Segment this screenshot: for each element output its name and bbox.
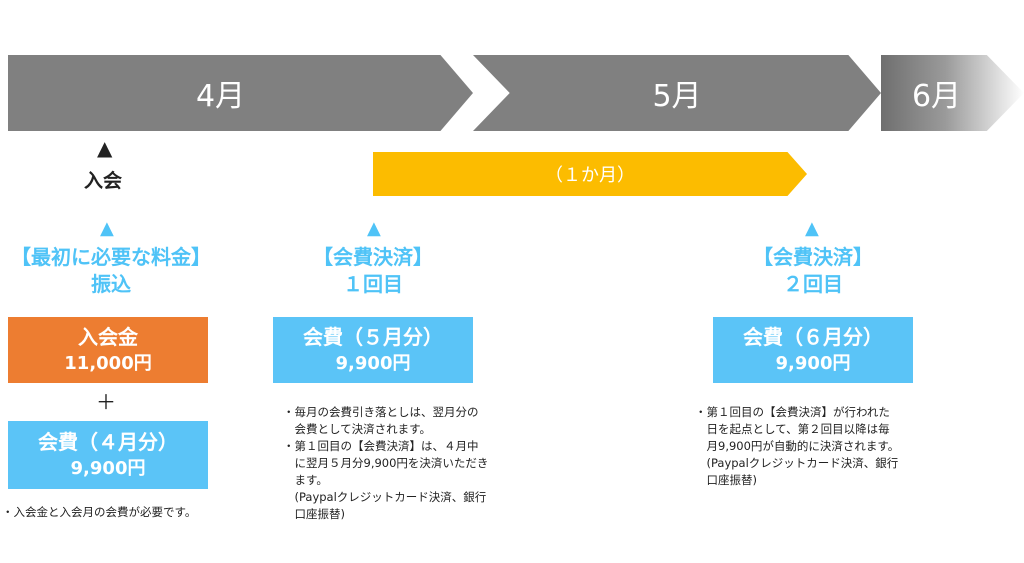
may-fee-box: 会費（５月分） 9,900円: [273, 317, 473, 383]
stage3-heading: 【会費決済】 ２回目: [713, 244, 913, 298]
month-arrow-may: 5月: [473, 55, 881, 131]
entry-fee-amount: 11,000円: [64, 353, 152, 374]
stage2-marker-icon: ▲: [367, 218, 381, 239]
period-arrow: （１か月）: [373, 152, 807, 196]
stage3-note: ・第１回目の【会費決済】が行われた 日を起点として、第２回目以降は毎 月9,90…: [695, 404, 899, 489]
april-fee-box: 会費（４月分） 9,900円: [8, 421, 208, 489]
entry-fee-label: 入会金: [78, 325, 138, 349]
stage3-note-line: ・第１回目の【会費決済】が行われた: [695, 405, 890, 419]
join-label: 入会: [84, 170, 123, 192]
stage2-title: 【会費決済】: [313, 245, 433, 269]
stage2-note-line: ・第１回目の【会費決済】は、４月中: [283, 439, 479, 453]
stage3-note-line: 日を起点として、第２回目以降は毎: [695, 422, 890, 436]
stage3-note-line: 月9,900円が自動的に決済されます。: [695, 439, 900, 453]
april-fee-label: 会費（４月分）: [38, 430, 178, 454]
month-label-may: 5月: [652, 79, 702, 114]
stage2-note: ・毎月の会費引き落としは、翌月分の 会費として決済されます。 ・第１回目の【会費…: [283, 404, 488, 523]
stage2-heading: 【会費決済】 １回目: [273, 244, 473, 298]
month-arrow-june: 6月: [881, 55, 1024, 131]
stage2-subtitle: １回目: [343, 272, 403, 296]
join-marker-icon: ▲: [97, 136, 113, 160]
stage2-note-line: ます。: [283, 473, 328, 487]
month-label-april: 4月: [195, 79, 246, 114]
april-fee-amount: 9,900円: [70, 458, 146, 479]
stage2-note-line: に翌月５月分9,900円を決済いただき: [283, 456, 489, 470]
stage1-title: 【最初に必要な料金】: [11, 245, 211, 269]
stage3-title: 【会費決済】: [753, 245, 873, 269]
stage1-subtitle: 振込: [91, 272, 131, 296]
stage1-note: ・入会金と入会月の会費が必要です。: [2, 504, 196, 521]
may-fee-amount: 9,900円: [335, 353, 411, 374]
june-fee-amount: 9,900円: [775, 353, 851, 374]
period-label: （１か月）: [545, 165, 635, 186]
stage3-note-line: 口座振替): [695, 473, 757, 487]
stage2-note-line: ・毎月の会費引き落としは、翌月分の: [283, 405, 479, 419]
stage3-note-line: (Paypalクレジットカード決済、銀行: [695, 456, 899, 470]
month-label-june: 6月: [911, 79, 962, 114]
stage3-marker-icon: ▲: [805, 218, 819, 239]
june-fee-box: 会費（６月分） 9,900円: [713, 317, 913, 383]
month-arrow-april: 4月: [8, 55, 473, 131]
stage1-heading: 【最初に必要な料金】 振込: [0, 244, 222, 298]
stage2-note-line: 会費として決済されます。: [283, 422, 432, 436]
entry-fee-box: 入会金 11,000円: [8, 317, 208, 383]
stage1-marker-icon: ▲: [100, 218, 114, 239]
plus-icon: ＋: [96, 390, 116, 414]
may-fee-label: 会費（５月分）: [303, 325, 443, 349]
june-fee-label: 会費（６月分）: [743, 325, 883, 349]
stage2-note-line: (Paypalクレジットカード決済、銀行: [283, 490, 487, 504]
stage3-subtitle: ２回目: [783, 272, 843, 296]
stage1-note-line: ・入会金と入会月の会費が必要です。: [2, 505, 197, 519]
stage2-note-line: 口座振替): [283, 507, 345, 521]
